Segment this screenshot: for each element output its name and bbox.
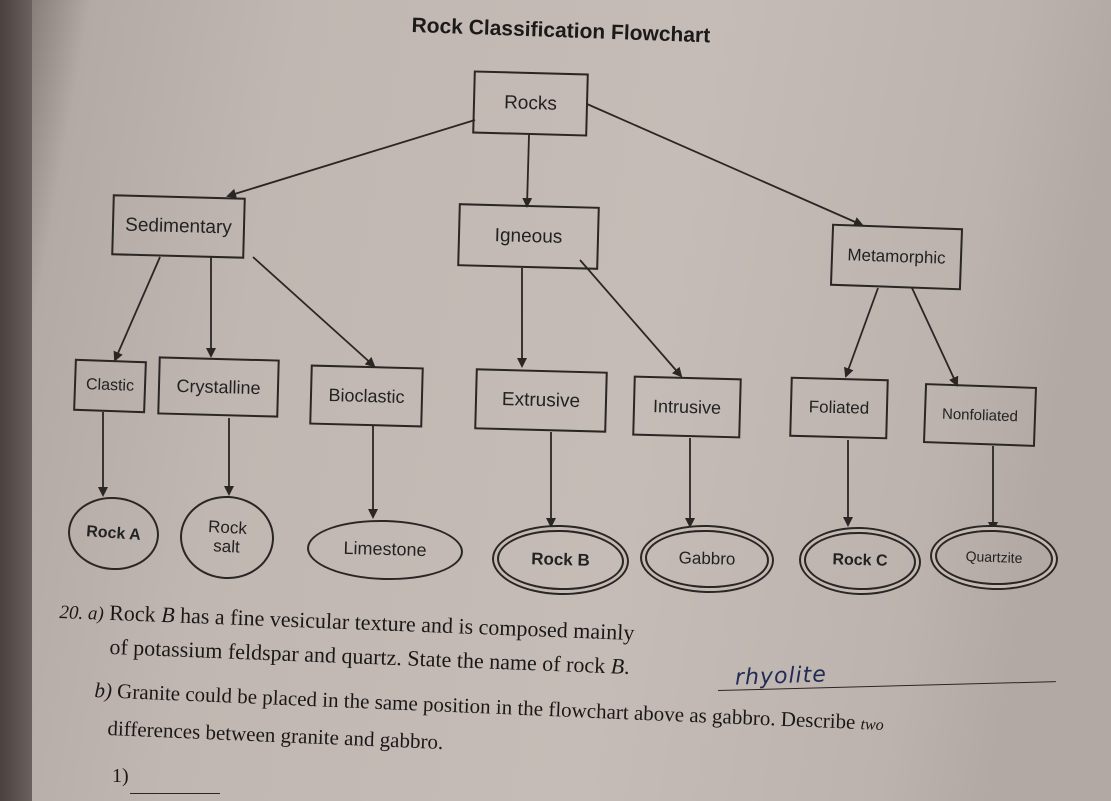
- node-sedimentary: Sedimentary: [111, 194, 246, 259]
- rock-salt-line1: Rock: [207, 516, 248, 538]
- node-intrusive: Intrusive: [632, 375, 742, 439]
- result-gabbro-label: Gabbro: [678, 547, 736, 569]
- q20b-item1-label: 1): [112, 765, 129, 787]
- q20a-line2-italic: B: [610, 653, 625, 679]
- arrow-sedimentary-bioclastic: [252, 256, 376, 368]
- rock-salt-line2: salt: [212, 535, 241, 557]
- node-extrusive: Extrusive: [474, 368, 608, 433]
- arrow-rocks-sedimentary: [226, 119, 476, 199]
- result-rock-c-label: Rock C: [832, 551, 888, 570]
- arrow-sedimentary-clastic: [113, 256, 161, 362]
- answer-line-20b-1: [130, 793, 220, 794]
- node-foliated: Foliated: [789, 376, 889, 440]
- result-rock-salt-label: Rock salt: [207, 516, 248, 557]
- q20b-line1-small: two: [860, 716, 885, 735]
- arrow-igneous-intrusive: [579, 259, 683, 378]
- node-bioclastic: Bioclastic: [309, 364, 424, 428]
- question-20a-number: 20. a): [59, 601, 105, 625]
- arrow-metamorphic-nonfoliated: [911, 287, 959, 387]
- result-limestone-label: Limestone: [343, 538, 427, 561]
- arrow-rocks-metamorphic: [586, 103, 864, 227]
- node-clastic: Clastic: [73, 358, 147, 414]
- question-20b-number: b): [93, 678, 113, 703]
- handwritten-answer-20a: rhyolite: [734, 662, 828, 691]
- arrow-metamorphic-foliated: [844, 287, 879, 378]
- result-rock-b-label: Rock B: [530, 548, 591, 570]
- q20a-line1-italic: B: [160, 601, 176, 628]
- arrow-rocks-igneous: [522, 134, 533, 208]
- node-nonfoliated: Nonfoliated: [922, 383, 1038, 447]
- question-20b-item1: 1): [112, 765, 129, 788]
- page-binding-shadow: [0, 0, 32, 801]
- q20a-line2-end: .: [623, 653, 631, 679]
- node-rocks: Rocks: [472, 70, 589, 137]
- result-rock-a-label: Rock A: [85, 522, 142, 544]
- node-crystalline: Crystalline: [157, 356, 280, 418]
- q20a-line1-start: Rock: [108, 599, 162, 627]
- node-metamorphic: Metamorphic: [829, 223, 964, 291]
- node-igneous: Igneous: [457, 203, 600, 270]
- result-quartzite-label: Quartzite: [965, 547, 1023, 566]
